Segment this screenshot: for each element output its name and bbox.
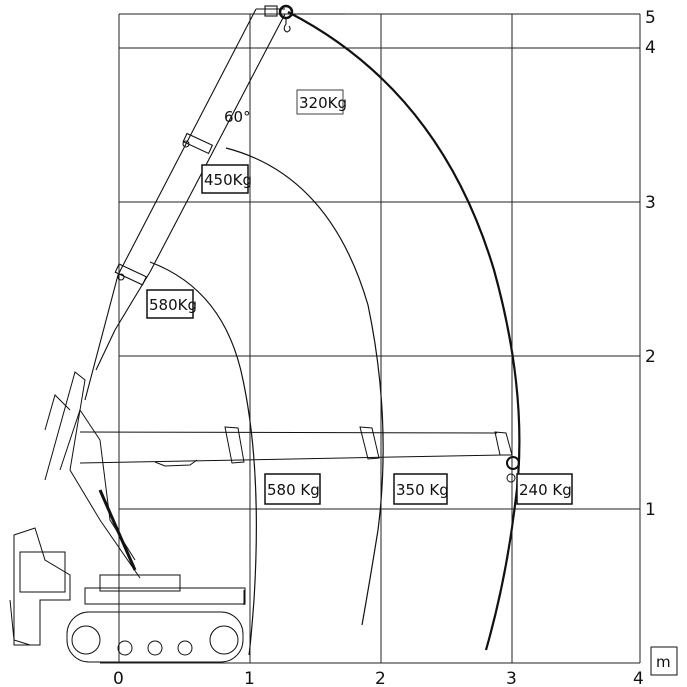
unit-box-frame: [650, 646, 678, 676]
x-tick-2: 2: [375, 669, 386, 687]
track-roller-1: [117, 640, 133, 656]
load-box-580-boom: [146, 289, 194, 319]
load-label-580-horiz: 580 Kg: [264, 473, 321, 505]
track-roller-3: [177, 640, 193, 656]
y-tick-4: 4: [645, 38, 656, 58]
operator-frame: [13, 527, 71, 646]
unit-box: m: [650, 646, 678, 676]
x-tick-4: 4: [633, 669, 644, 687]
hydraulic-cylinder: [98, 489, 137, 571]
boom-right-edge: [149, 13, 286, 273]
boom-joint-lower-pin: [117, 273, 125, 281]
horiz-hook-ring-low: [506, 473, 516, 483]
track-roller-2: [147, 640, 163, 656]
load-text-580-boom: 580Kg: [149, 296, 197, 314]
track-wheel-2: [209, 625, 239, 655]
load-label-240: 240 Kg: [516, 473, 573, 505]
load-text-580-horiz: 580 Kg: [267, 481, 320, 499]
horiz-boom-bracket-1: [224, 426, 245, 464]
load-label-580-boom: 580Kg: [146, 289, 197, 319]
load-box-240: [516, 473, 573, 505]
load-text-450: 450Kg: [204, 171, 252, 189]
boom-hook: [283, 18, 291, 33]
x-tick-3: 3: [506, 669, 517, 687]
y-tick-1: 1: [645, 500, 656, 520]
horiz-boom-bottom-edge: [79, 454, 504, 464]
x-tick-0: 0: [113, 669, 124, 687]
load-box-320: [296, 89, 344, 115]
outrigger-left: [9, 599, 31, 646]
boom-left-edge: [117, 8, 257, 276]
crawler-track: [66, 611, 244, 663]
horiz-boom-bracket-2: [359, 426, 380, 460]
boom-lower-inner: [95, 329, 116, 371]
boom-joint-upper-pin: [182, 140, 190, 148]
control-panel: [19, 551, 66, 593]
boom-joint-upper: [182, 132, 214, 155]
horiz-boom-top-edge: [79, 431, 498, 434]
horiz-boom-hanger: [154, 459, 198, 467]
arc-mid-450kg: [225, 147, 384, 626]
load-box-350: [393, 473, 448, 505]
load-box-580-horiz: [264, 473, 321, 505]
arc-outer-320kg: [287, 11, 521, 651]
load-label-350: 350 Kg: [393, 473, 449, 505]
load-text-350: 350 Kg: [396, 481, 449, 499]
jib-ghost: [44, 394, 71, 431]
load-box-450: [201, 164, 249, 194]
boom-angle-label: 60°: [224, 108, 251, 126]
track-wheel-1: [71, 625, 101, 655]
y-tick-3: 3: [645, 193, 656, 213]
load-label-320: 320Kg: [296, 89, 347, 115]
inclined-boom: [84, 4, 345, 401]
grid: [100, 13, 641, 664]
unit-label: m: [656, 653, 671, 671]
y-tick-2: 2: [645, 347, 656, 367]
boom-lower-left: [84, 274, 119, 401]
y-tick-5: 5: [645, 8, 656, 28]
load-text-320: 320Kg: [299, 94, 347, 112]
arc-inner-580kg: [149, 261, 257, 656]
boom-tip-plate: [264, 5, 278, 17]
upper-deck: [84, 587, 246, 605]
crane-chassis: [9, 371, 246, 663]
turret-base: [99, 574, 181, 592]
boom-joint-lower: [114, 263, 148, 286]
y-axis-ticks: 1 2 3 4 5: [645, 8, 656, 520]
horizontal-boom: [79, 426, 520, 483]
load-label-450: 450Kg: [201, 164, 252, 194]
load-arcs: [149, 11, 521, 656]
x-axis-ticks: 0 1 2 3 4: [113, 669, 644, 687]
horiz-hook-ring: [506, 456, 520, 470]
horiz-boom-bracket-3: [494, 431, 513, 456]
x-tick-1: 1: [244, 669, 255, 687]
main-arm: [44, 371, 141, 579]
load-text-240: 240 Kg: [519, 481, 572, 499]
